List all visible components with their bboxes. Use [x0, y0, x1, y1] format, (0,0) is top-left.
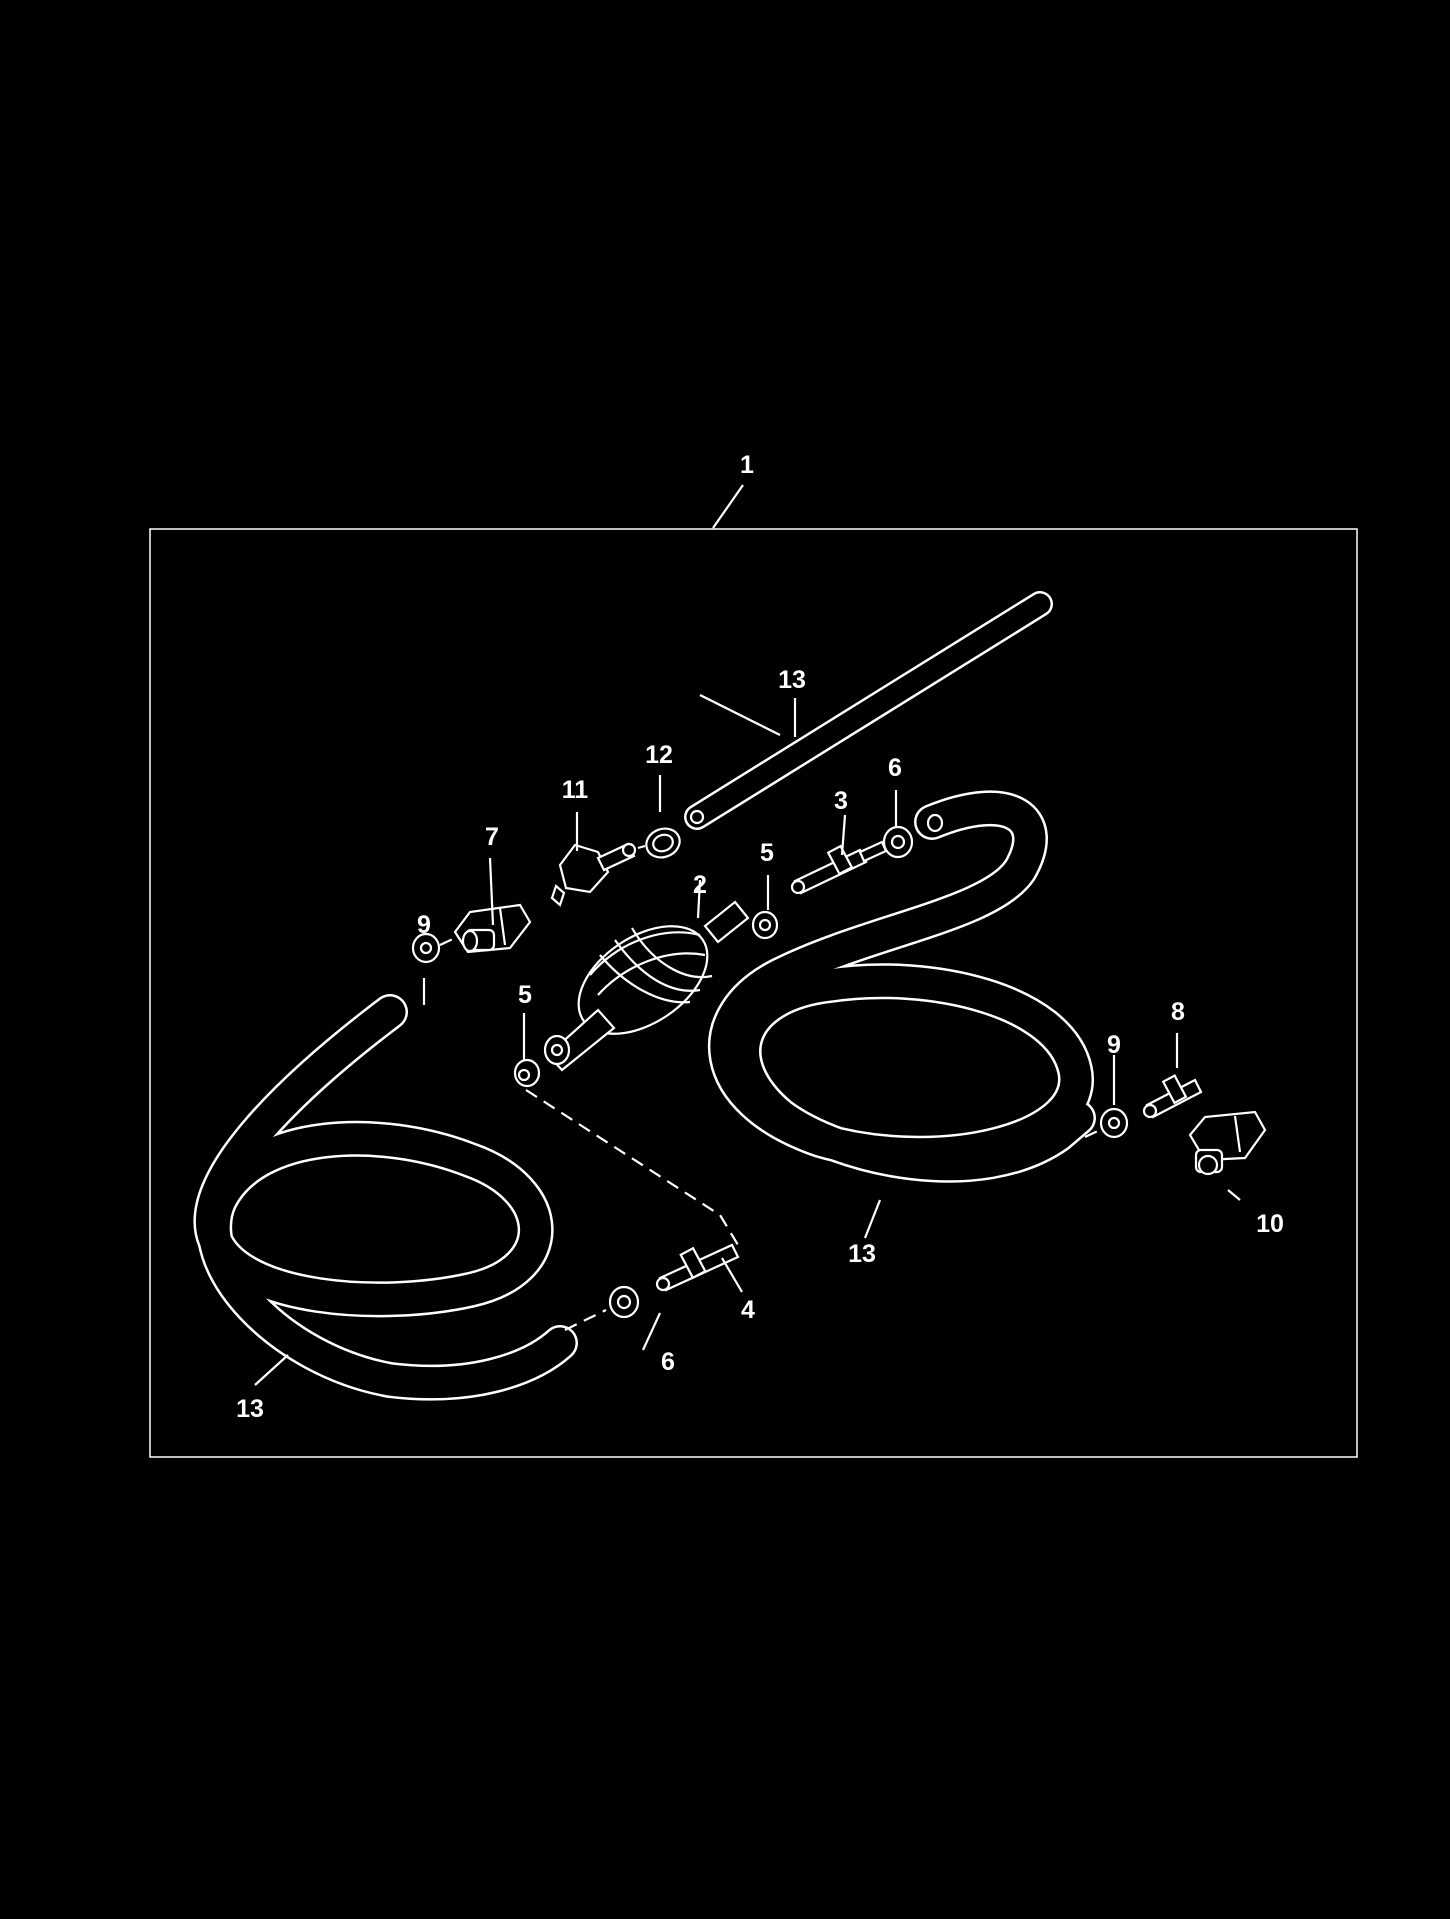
fitting-8 [1142, 1074, 1203, 1119]
callout-7: 7 [485, 823, 499, 851]
callout-9-right: 9 [1107, 1031, 1121, 1059]
hose-clamp-12 [645, 827, 681, 859]
routing-dashed-line [525, 1089, 739, 1246]
callout-6-lower: 6 [661, 1348, 675, 1376]
hose-coil-right [707, 790, 1096, 1183]
kit-boundary-box [149, 528, 1358, 1458]
dashed-line-6-lower [564, 1309, 607, 1331]
leader-lines [254, 484, 1241, 1386]
clamp-5-upper [751, 910, 779, 940]
callout-11: 11 [562, 776, 589, 804]
callout-8: 8 [1171, 998, 1185, 1026]
connector-11 [550, 842, 637, 907]
callout-13-top: 13 [778, 666, 806, 694]
clamp-6-upper [882, 825, 914, 859]
dashed-line-9-left [439, 937, 456, 946]
fitting-4 [655, 1243, 740, 1292]
dashed-line-11-12 [637, 844, 646, 850]
callout-6-upper: 6 [888, 754, 902, 782]
callout-1: 1 [740, 451, 754, 479]
primer-bulb [543, 900, 750, 1072]
connector-10 [1188, 1110, 1267, 1176]
clamp-6-lower [608, 1285, 640, 1319]
clamp-9-left [411, 932, 441, 964]
callout-2: 2 [693, 871, 707, 899]
callout-3: 3 [834, 787, 848, 815]
callout-4: 4 [741, 1296, 755, 1324]
callout-10: 10 [1256, 1210, 1284, 1238]
callout-13-right: 13 [848, 1240, 876, 1268]
callout-labels: 1 2 3 4 5 5 6 6 7 8 9 9 10 11 12 13 13 1… [236, 451, 1284, 1423]
hose-coil-left [193, 994, 578, 1401]
clamp-9-right [1099, 1107, 1129, 1139]
fitting-3 [790, 840, 888, 895]
hose-straight [684, 591, 1053, 830]
callout-5-upper: 5 [760, 839, 774, 867]
callout-12: 12 [645, 741, 673, 769]
callout-9-left: 9 [417, 911, 431, 939]
dashed-line-9-right [1084, 1129, 1101, 1138]
clamp-5-lower [513, 1058, 541, 1088]
callout-13-left: 13 [236, 1395, 264, 1423]
callout-5-lower: 5 [518, 981, 532, 1009]
connector-7 [453, 903, 532, 954]
